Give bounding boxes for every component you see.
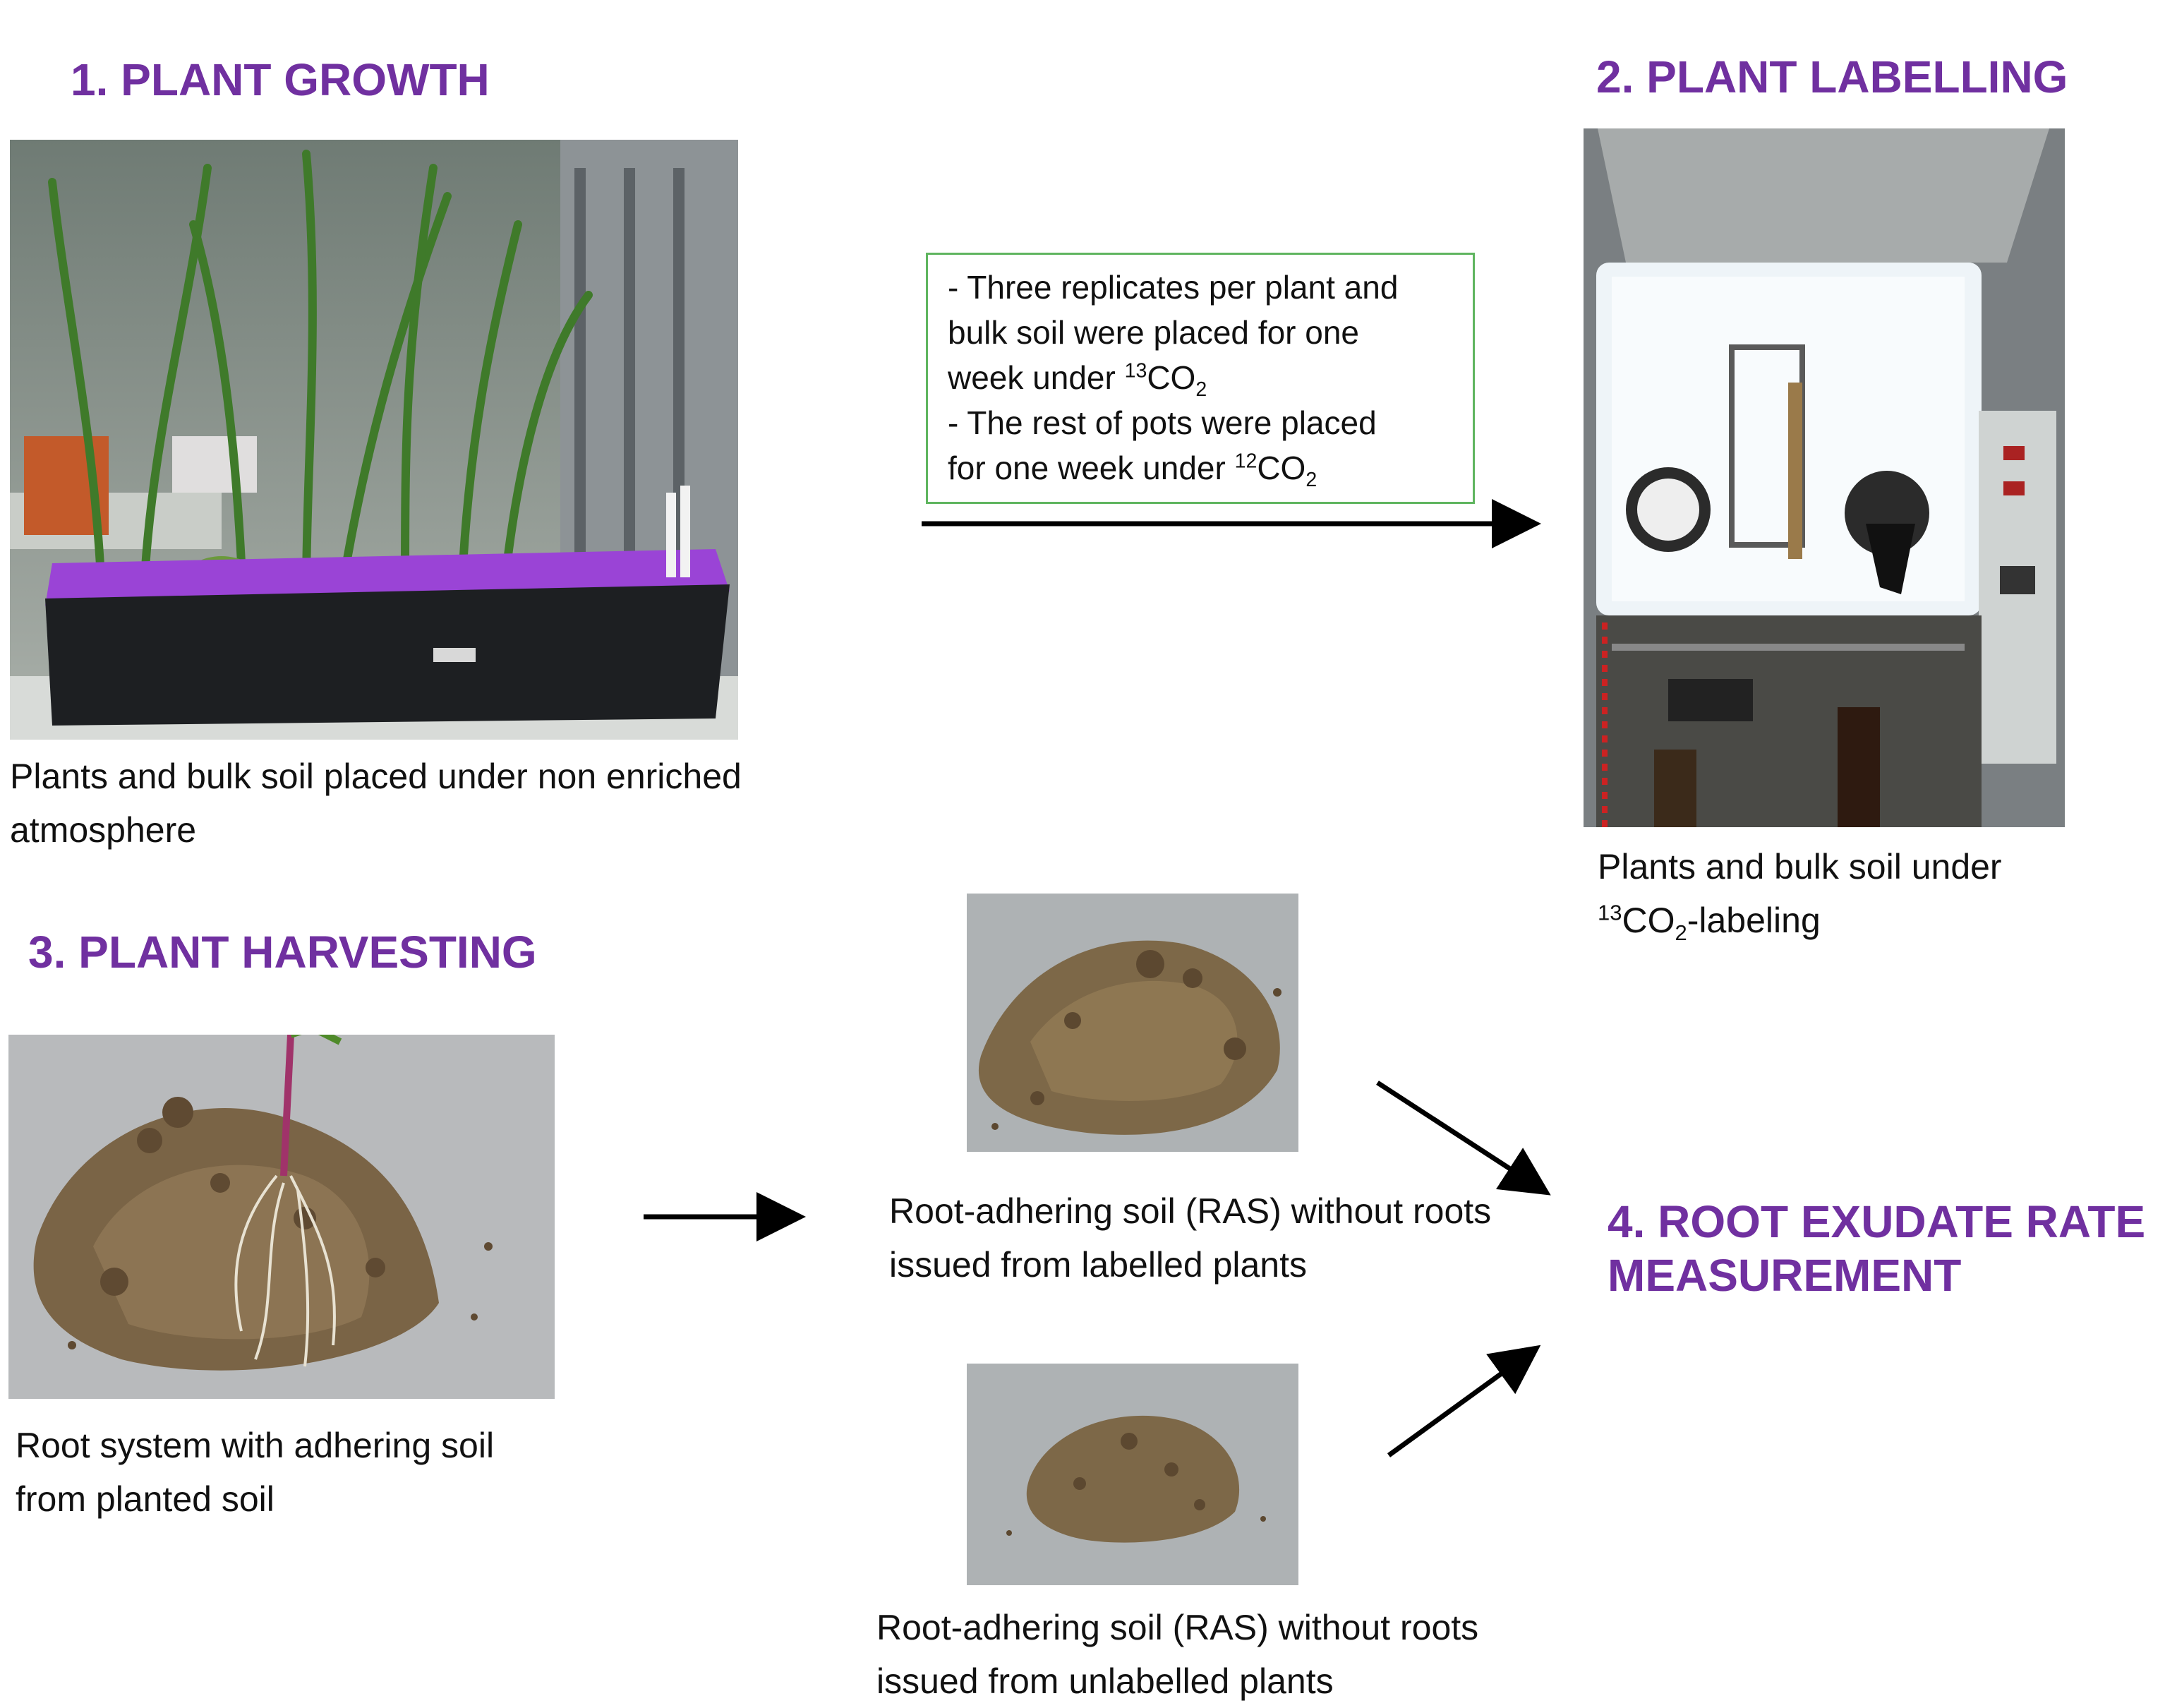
note-line-1: - Three replicates per plant and: [948, 269, 1399, 306]
note-line-2: bulk soil were placed for one: [948, 314, 1359, 351]
labelling-chamber-photo: [1584, 128, 2065, 827]
arrow-labelled-to-measurement: [1376, 1081, 1551, 1196]
step-2-caption: Plants and bulk soil under 13CO2-labelin…: [1598, 847, 2002, 945]
step-1-title: 1. PLANT GROWTH: [71, 54, 490, 105]
note-line-4: - The rest of pots were placed: [948, 404, 1377, 441]
arrow-unlabelled-to-measurement: [1387, 1345, 1541, 1457]
note-line-5: for one week under 12CO2: [948, 450, 1317, 492]
step-3-caption: Root system with adhering soil from plan…: [16, 1426, 495, 1519]
root-system-photo: [8, 1035, 555, 1399]
ras-unlabelled-caption: Root-adhering soil (RAS) without roots i…: [876, 1608, 1479, 1701]
ras-unlabelled-photo: [967, 1364, 1298, 1585]
ras-labelled-photo: [967, 894, 1298, 1152]
note-line-3: week under 13CO2: [948, 359, 1207, 402]
labelling-conditions-note: - Three replicates per plant and bulk so…: [926, 253, 1475, 504]
plant-growth-photo: [10, 140, 738, 740]
step-2-title: 2. PLANT LABELLING: [1596, 52, 2068, 102]
ras-labelled-caption: Root-adhering soil (RAS) without roots i…: [889, 1191, 1492, 1285]
step-1-caption: Plants and bulk soil placed under non en…: [10, 757, 742, 850]
step-3-title: 3. PLANT HARVESTING: [28, 927, 537, 978]
step-4-title: 4. ROOT EXUDATE RATE MEASUREMENT: [1608, 1196, 2146, 1301]
